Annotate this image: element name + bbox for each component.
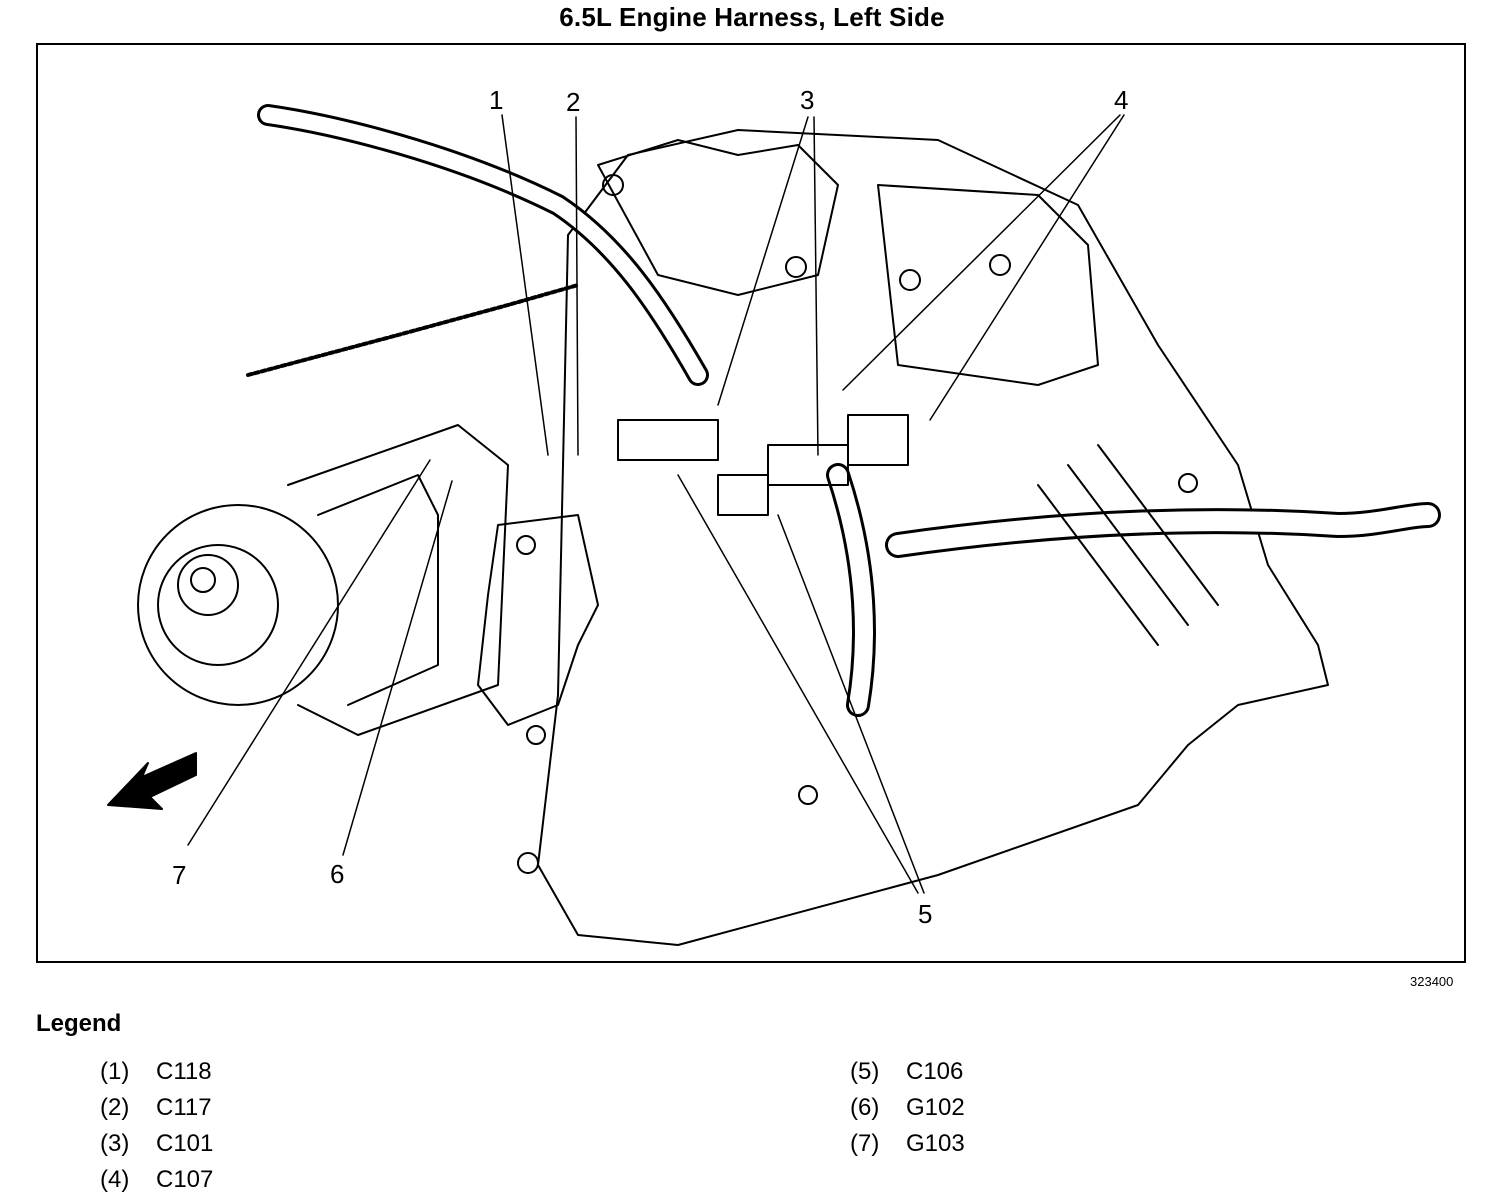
leader-3a [717, 116, 809, 406]
leader-3b [813, 116, 819, 456]
legend-code: C106 [906, 1058, 964, 1085]
bolt [1178, 473, 1198, 493]
engine-block-outline [537, 129, 1329, 946]
legend-number: (7) [850, 1130, 880, 1157]
connector-block-b [717, 474, 769, 516]
forward-arrow [107, 752, 197, 810]
legend-heading: Legend [36, 1010, 122, 1037]
legend-code: C101 [156, 1130, 214, 1157]
legend-item: (6) G102 [850, 1094, 965, 1130]
leader-2 [575, 116, 579, 456]
harness-main-inner [260, 107, 706, 383]
braided-line [246, 283, 580, 377]
leader-4a [842, 114, 1121, 391]
harness-down-inner [829, 466, 873, 714]
legend-number: (4) [100, 1166, 130, 1193]
legend-item: (4) C107 [100, 1166, 213, 1202]
leader-1 [501, 114, 549, 456]
bolt [526, 725, 546, 745]
legend-item: (3) C101 [100, 1130, 213, 1166]
mount-bracket [477, 514, 599, 726]
injector-line-1 [1037, 484, 1159, 646]
legend-number: (5) [850, 1058, 880, 1085]
bolt [989, 254, 1011, 276]
ac-pulley-mid [157, 544, 279, 666]
compressor-clutch [317, 474, 439, 706]
callout-1: 1 [489, 85, 504, 115]
leader-6 [342, 480, 453, 856]
leader-4b [929, 114, 1125, 421]
engine-drawing [107, 104, 1441, 946]
legend-code: C118 [156, 1058, 212, 1085]
legend-item: (5) C106 [850, 1058, 965, 1094]
legend-number: (6) [850, 1094, 880, 1121]
leader-lines [187, 114, 1125, 894]
legend-number: (3) [100, 1130, 130, 1157]
figure-number: 323400 [1410, 974, 1454, 989]
legend-number: (1) [100, 1058, 130, 1085]
page-title: 6.5L Engine Harness, Left Side [559, 2, 945, 32]
legend-code: C117 [156, 1094, 212, 1121]
legend-item: (1) C118 [100, 1058, 213, 1094]
ac-pulley-outer [137, 504, 339, 706]
legend-code: G102 [906, 1094, 965, 1121]
legend-code: G103 [906, 1130, 965, 1157]
compressor-body [287, 424, 509, 736]
leader-7 [187, 459, 431, 846]
harness-right-inner [888, 505, 1438, 555]
leader-5b [777, 514, 925, 894]
legend-left-column: (1) C118 (2) C117 (3) C101 (4) C107 [100, 1058, 213, 1202]
ac-pulley-center [190, 567, 216, 593]
valve-cover-left [597, 139, 839, 296]
bolt [899, 269, 921, 291]
leader-5a [677, 474, 919, 894]
callout-4: 4 [1114, 85, 1129, 115]
callout-7: 7 [172, 860, 187, 890]
callout-2: 2 [566, 87, 581, 117]
callout-5: 5 [918, 899, 933, 929]
connector-block-a [617, 419, 719, 461]
legend-right-column: (5) C106 (6) G102 (7) G103 [850, 1058, 965, 1166]
connector-block-d [847, 414, 909, 466]
callout-6: 6 [330, 859, 345, 889]
valve-cover-right [877, 184, 1099, 386]
bolt [798, 785, 818, 805]
injector-line-2 [1067, 464, 1189, 626]
callout-3: 3 [800, 85, 815, 115]
legend-item: (2) C117 [100, 1094, 213, 1130]
legend-code: C107 [156, 1166, 214, 1193]
bolt [785, 256, 807, 278]
engine-harness-figure: 1 2 3 4 5 6 7 [36, 43, 1466, 963]
injector-line-3 [1097, 444, 1219, 606]
bolt [517, 852, 539, 874]
ac-pulley-hub [177, 554, 239, 616]
bolt [602, 174, 624, 196]
legend-number: (2) [100, 1094, 130, 1121]
bolt [516, 535, 536, 555]
legend-item: (7) G103 [850, 1130, 965, 1166]
